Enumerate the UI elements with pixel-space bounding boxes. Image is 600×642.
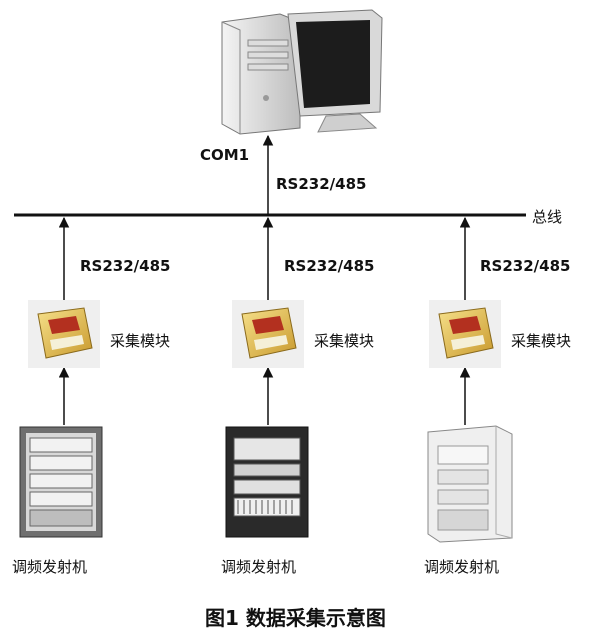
fm-transmitter-icon [427,425,513,543]
computer-link-label: RS232/485 [276,175,367,193]
acquisition-module-icon [429,300,501,368]
bus-label: 总线 [532,208,563,226]
branch-3-transmitter-label: 调频发射机 [424,558,500,576]
branch-2-link-label: RS232/485 [284,257,375,275]
branch-1-module-label: 采集模块 [110,332,171,350]
computer-icon [221,9,383,135]
fm-transmitter-icon [225,426,309,538]
fm-transmitter-icon [19,426,103,538]
branch-3-module-label: 采集模块 [511,332,572,350]
branch-2-transmitter-label: 调频发射机 [221,558,297,576]
branch-1-link-label: RS232/485 [80,257,171,275]
branch-1-transmitter-label: 调频发射机 [12,558,88,576]
acquisition-module-icon [28,300,100,368]
figure-caption: 图1 数据采集示意图 [205,606,386,630]
branch-3-link-label: RS232/485 [480,257,571,275]
branch-2-module-label: 采集模块 [314,332,375,350]
com-port-label: COM1 [200,146,250,164]
acquisition-module-icon [232,300,304,368]
